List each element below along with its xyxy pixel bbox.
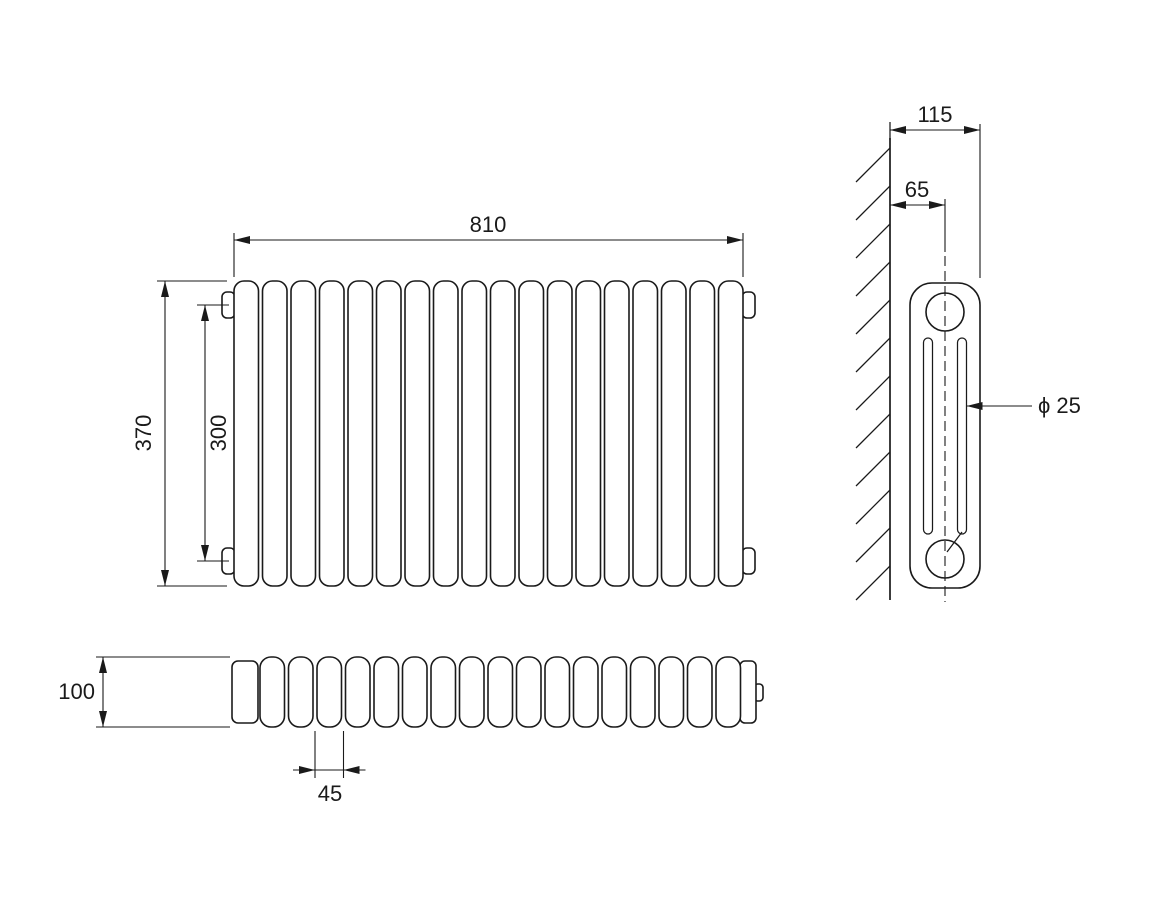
radiator-column xyxy=(518,280,545,587)
radiator-column xyxy=(290,280,317,587)
radiator-section-top xyxy=(601,656,628,728)
radiator-column xyxy=(347,280,374,587)
top-view: 100 45 xyxy=(58,656,764,806)
dim-depth-100: 100 xyxy=(58,656,230,728)
wall-hatch-line xyxy=(855,185,891,221)
dim-offset-65: 65 xyxy=(890,177,946,252)
radiator-column xyxy=(233,280,260,587)
dim-height-370: 370 xyxy=(131,280,227,587)
radiator-column xyxy=(489,280,516,587)
front-columns xyxy=(233,280,744,587)
radiator-section-top xyxy=(316,656,343,728)
radiator-section-top xyxy=(259,656,286,728)
dim-label-width: 810 xyxy=(470,212,507,237)
wall-hatch xyxy=(855,147,891,601)
column-slot-right xyxy=(956,337,968,535)
dim-label-diameter: ϕ 25 xyxy=(1038,393,1081,418)
radiator-section-top xyxy=(515,656,542,728)
end-plug-top-right xyxy=(741,291,756,319)
dim-label-pipe-spacing: 300 xyxy=(206,415,231,452)
radiator-column xyxy=(546,280,573,587)
dim-depth-115: 115 xyxy=(890,102,981,278)
radiator-section-top xyxy=(572,656,599,728)
dim-label-wall-offset: 65 xyxy=(905,177,929,202)
wall-hatch-line xyxy=(855,527,891,563)
top-end-cap-right xyxy=(739,660,757,724)
radiator-column xyxy=(660,280,687,587)
radiator-column xyxy=(432,280,459,587)
channel-line xyxy=(946,531,963,553)
wall-hatch-line xyxy=(855,451,891,487)
dim-label-pitch: 45 xyxy=(318,781,342,806)
radiator-column xyxy=(717,280,744,587)
radiator-section-top xyxy=(686,656,713,728)
radiator-section-top xyxy=(487,656,514,728)
side-view: 115 65 ϕ 25 xyxy=(855,102,1081,602)
radiator-section-top xyxy=(430,656,457,728)
end-plug-bottom-right xyxy=(741,547,756,575)
radiator-section-top xyxy=(344,656,371,728)
radiator-section-top xyxy=(287,656,314,728)
front-view: 810 370 300 xyxy=(131,212,756,587)
radiator-column xyxy=(375,280,402,587)
dim-label-top-depth: 100 xyxy=(58,679,95,704)
wall-hatch-line xyxy=(855,223,891,259)
dim-label-height: 370 xyxy=(131,415,156,452)
wall-hatch-line xyxy=(855,299,891,335)
radiator-column xyxy=(261,280,288,587)
radiator-section-top xyxy=(544,656,571,728)
wall-hatch-line xyxy=(855,375,891,411)
wall-hatch-line xyxy=(855,565,891,601)
radiator-section-top xyxy=(629,656,656,728)
radiator-column xyxy=(689,280,716,587)
dim-width-810: 810 xyxy=(233,212,744,277)
radiator-column xyxy=(318,280,345,587)
radiator-section-top xyxy=(458,656,485,728)
wall-hatch-line xyxy=(855,337,891,373)
radiator-column xyxy=(632,280,659,587)
radiator-column xyxy=(404,280,431,587)
radiator-column xyxy=(603,280,630,587)
radiator-section-top xyxy=(658,656,685,728)
column-slot-left xyxy=(922,337,934,535)
dim-label-depth: 115 xyxy=(917,102,952,127)
dim-diameter-25: ϕ 25 xyxy=(966,393,1081,418)
radiator-section-top xyxy=(401,656,428,728)
top-sections xyxy=(259,656,742,728)
top-end-cap-left xyxy=(231,660,259,724)
wall-hatch-line xyxy=(855,261,891,297)
dim-pipe-spacing-300: 300 xyxy=(197,304,231,562)
radiator-column xyxy=(461,280,488,587)
radiator-section-top xyxy=(715,656,742,728)
wall-hatch-line xyxy=(855,413,891,449)
radiator-column xyxy=(575,280,602,587)
dim-pitch-45: 45 xyxy=(293,731,366,806)
radiator-section-top xyxy=(373,656,400,728)
wall-hatch-line xyxy=(855,147,891,183)
wall-hatch-line xyxy=(855,489,891,525)
